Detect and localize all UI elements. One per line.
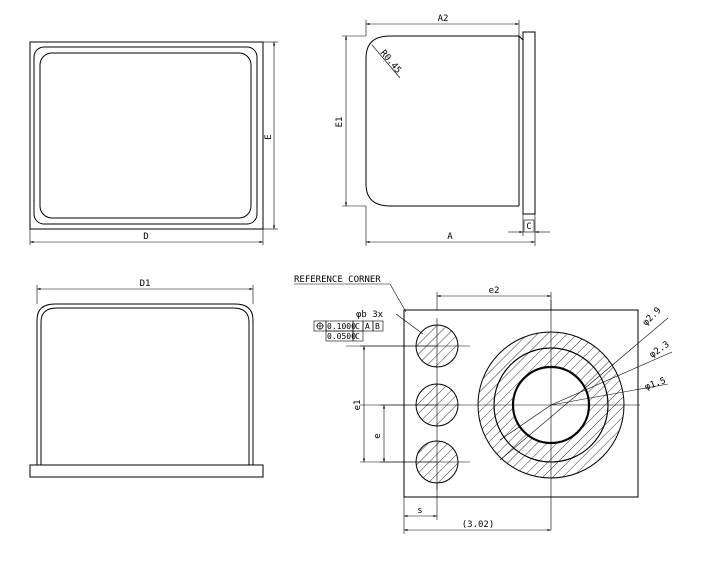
dim-label-e1: E1 xyxy=(335,117,345,128)
dim-label-d: D xyxy=(143,232,148,242)
dim-label-302: (3.02) xyxy=(462,520,495,530)
dim-label-e: E xyxy=(264,134,274,139)
tol1-ref1: C xyxy=(355,322,360,331)
side-view: A2 R0.45 E1 A C xyxy=(335,14,550,246)
dim-label-a2: A2 xyxy=(438,14,449,24)
tol2-ref1: C xyxy=(355,332,360,341)
dim-label-e2: e2 xyxy=(489,286,500,296)
dim-label-phi15: φ1.5 xyxy=(644,376,668,393)
dim-label-d1: D1 xyxy=(140,279,151,289)
dim-label-e1-lower: e1 xyxy=(353,400,363,411)
reference-corner-label: REFERENCE CORNER xyxy=(294,275,381,285)
tol1-value: 0.1000 xyxy=(327,322,356,331)
dim-label-r045: R0.45 xyxy=(378,49,403,76)
dim-label-a: A xyxy=(447,232,453,242)
bottom-view: REFERENCE CORNER φb 3x 0.1000 C xyxy=(294,275,673,534)
dim-label-s: s xyxy=(417,506,422,516)
dim-label-e-lower: e xyxy=(373,433,383,438)
front-view: D1 xyxy=(29,279,264,478)
tol1-ref3: B xyxy=(375,322,380,331)
tol2-value: 0.0500 xyxy=(327,332,356,341)
top-view: E D xyxy=(29,41,278,245)
dim-label-c: C xyxy=(526,222,531,232)
position-tolerance-icon xyxy=(316,322,324,330)
phib-3x-label: φb 3x xyxy=(356,310,384,320)
tol1-ref2: A xyxy=(365,322,370,331)
